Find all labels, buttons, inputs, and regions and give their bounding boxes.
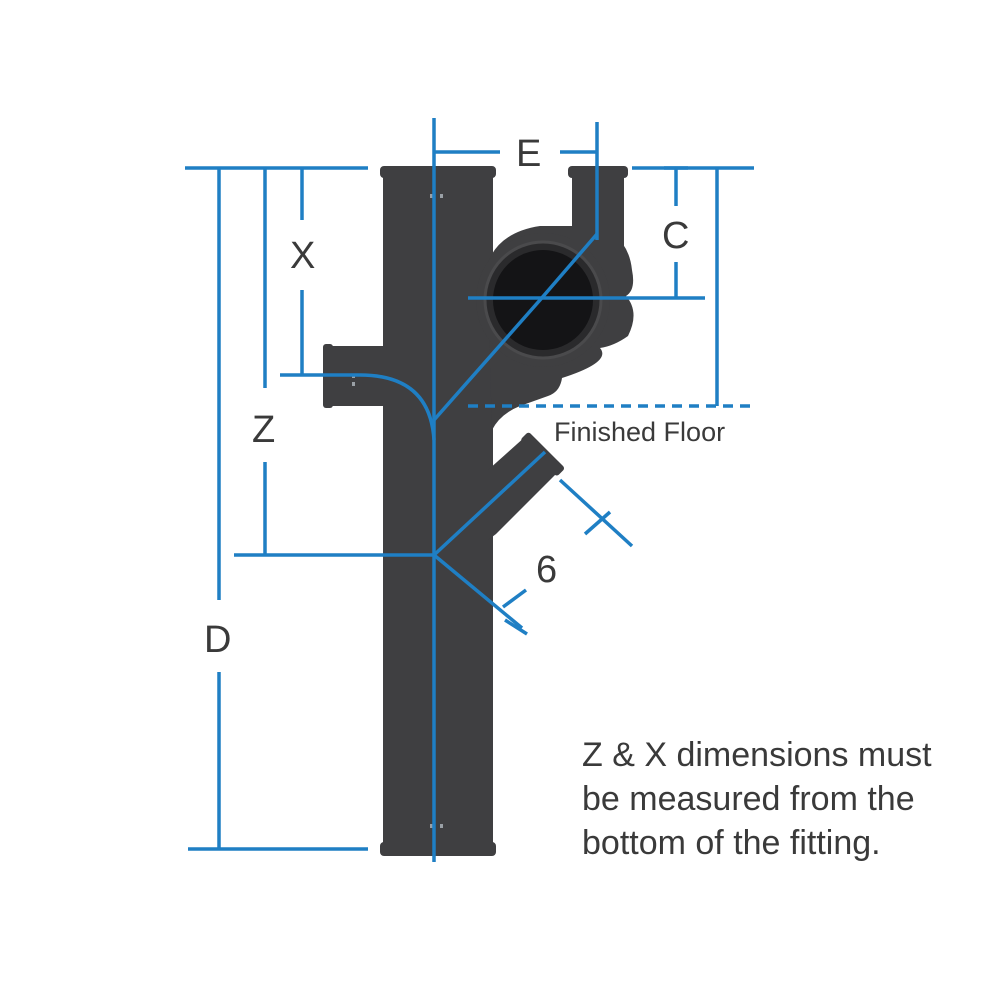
six-dimension-top (558, 478, 634, 548)
left-inlet-sweep (330, 373, 436, 441)
branch-45-extension (432, 553, 524, 630)
main-pipe-bottom-rim (380, 842, 496, 856)
label-c: C (662, 215, 689, 257)
angled-branch (488, 436, 560, 540)
main-pipe (383, 168, 493, 856)
branch-45-end-tick (501, 588, 528, 609)
socket-diagonal (432, 232, 599, 422)
six-dimension-tick (583, 510, 612, 536)
label-x: X (290, 235, 315, 277)
label-six: 6 (536, 549, 557, 591)
label-finished-floor: Finished Floor (554, 417, 725, 447)
label-d: D (204, 619, 231, 661)
main-pipe-top-rim (380, 166, 496, 178)
label-e: E (516, 133, 541, 175)
note-line-1: Z & X dimensions must (582, 736, 932, 774)
branch-45-centerline (432, 450, 547, 557)
label-z: Z (252, 409, 275, 451)
measurement-note: Z & X dimensions must be measured from t… (582, 733, 992, 865)
branch-45-end-tick-2 (504, 618, 528, 636)
dimension-lines (185, 118, 754, 862)
note-line-3: bottom of the fitting. (582, 824, 881, 862)
note-line-2: be measured from the (582, 780, 915, 818)
